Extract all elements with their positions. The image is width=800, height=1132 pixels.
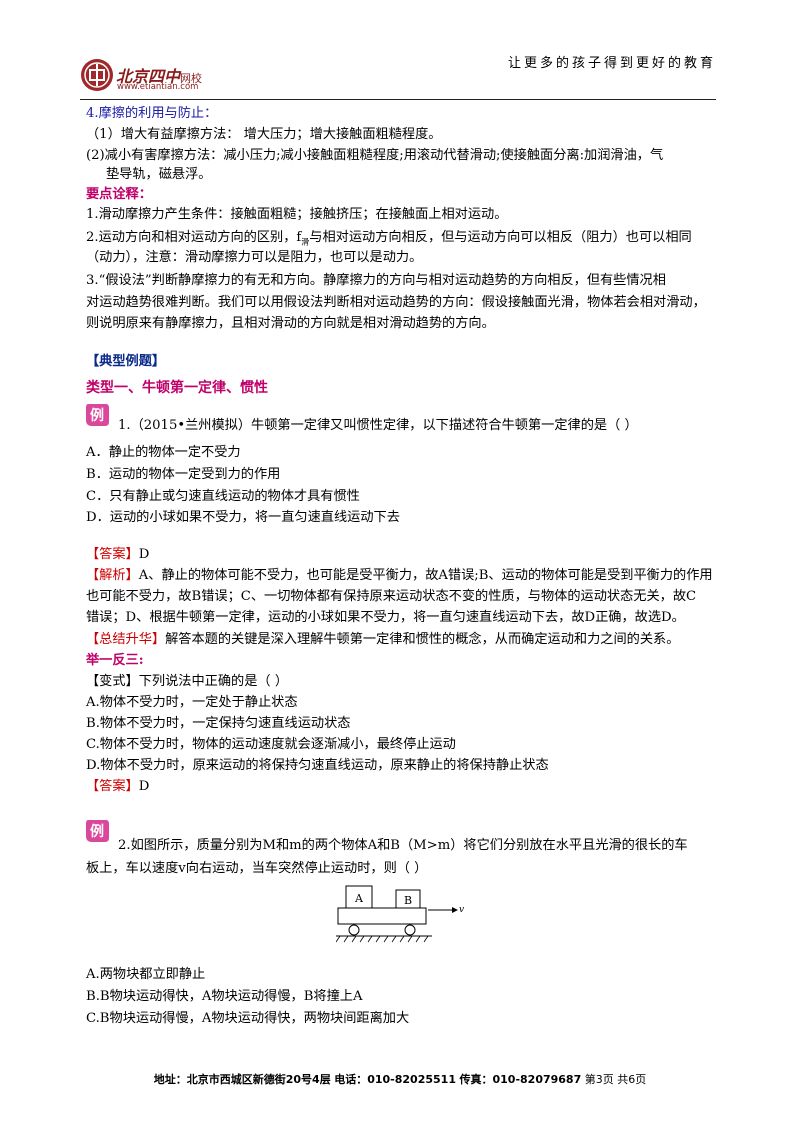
logo-emblem-icon <box>81 59 113 91</box>
wheel-left <box>348 924 360 936</box>
jyfs-heading: 举一反三: <box>86 653 144 668</box>
footer: 地址：北京市西城区新德街20号4层 电话：010-82025511 传真：010… <box>153 1073 647 1086</box>
question-1: 1.（2015•兰州模拟）牛顿第一定律又叫惯性定律，以下描述符合牛顿第一定律的是… <box>118 418 638 433</box>
q1-analysis-line1: 【解析】A、静止的物体可能不受力，也可能是受平衡力，故A错误;B、运动的物体可能… <box>86 568 713 583</box>
example-badge-icon: 例 <box>84 402 110 428</box>
svg-text:例: 例 <box>90 823 104 840</box>
logo-name: 北京四中网校 <box>116 67 203 86</box>
block-b-label: B <box>404 894 412 907</box>
wheel-right <box>404 924 416 936</box>
variant-option-d: D.物体不受力时，原来运动的将保持匀速直线运动，原来静止的将保持静止状态 <box>86 758 549 773</box>
logo <box>80 58 114 92</box>
examples-title: 【典型例题】 <box>86 354 166 369</box>
keypoint-2-line1: 2.运动方向和相对运动方向的区别，f滑与相对运动方向相反，但与运动方向可以相反（… <box>86 230 692 247</box>
type1-heading: 类型一、牛顿第一定律、惯性 <box>86 380 268 396</box>
keypoints-title: 要点诠释： <box>86 187 152 202</box>
q2-option-c: C.B物块运动得慢，A物块运动得快，两物块间距离加大 <box>86 1011 410 1026</box>
variant-question: 【变式】下列说法中正确的是（ ） <box>86 674 289 689</box>
velocity-label: v <box>459 905 464 915</box>
keypoint-1: 1.滑动摩擦力产生条件：接触面粗糙；接触挤压；在接触面上相对运动。 <box>86 207 508 222</box>
variant-option-a: A.物体不受力时，一定处于静止状态 <box>86 695 298 710</box>
variant-option-c: C.物体不受力时，物体的运动速度就会逐渐减小，最终停止运动 <box>86 737 456 752</box>
q1-summary: 【总结升华】解答本题的关键是深入理解牛顿第一定律和惯性的概念，从而确定运动和力之… <box>86 632 680 647</box>
variant-answer: 【答案】D <box>86 779 150 794</box>
question-2-line2: 板上，车以速度v向右运动，当车突然停止运动时，则（ ） <box>86 861 428 876</box>
q1-analysis-line2: 也可能不受力，故B错误；C、一切物体都有保持原来运动状态不变的性质，与物体的运动… <box>86 589 697 604</box>
q1-option-a: A．静止的物体一定不受力 <box>86 445 241 460</box>
block-a-label: A <box>354 892 364 905</box>
q1-option-c: C．只有静止或匀速直线运动的物体才具有惯性 <box>86 489 360 504</box>
example-badge-2-icon: 例 <box>84 818 110 844</box>
q1-option-b: B．运动的物体一定受到力的作用 <box>86 467 281 482</box>
header-slogan: 让更多的孩子得到更好的教育 <box>507 56 716 71</box>
q2-option-a: A.两物块都立即静止 <box>86 967 206 982</box>
cart-figure: A B v <box>335 880 466 950</box>
header-divider <box>80 99 716 100</box>
svg-text:例: 例 <box>90 407 104 424</box>
q1-option-d: D．运动的小球如果不受力，将一直匀速直线运动下去 <box>86 510 400 525</box>
q2-option-b: B.B物块运动得快，A物块运动得慢，B将撞上A <box>86 989 363 1004</box>
section4-item1: （1）增大有益摩擦方法： 增大压力；增大接触面粗糙程度。 <box>86 127 442 142</box>
keypoint-3-line3: 则说明原来有静摩擦力，且相对滑动的方向就是相对滑动趋势的方向。 <box>86 316 495 331</box>
cart-board <box>337 907 427 925</box>
section4-item2-line1: (2)减小有害摩擦方法：减小压力;减小接触面粗糙程度;用滚动代替滑动;使接触面分… <box>86 148 664 163</box>
section4-item2-line2: 垫导轨，磁悬浮。 <box>106 167 212 182</box>
variant-option-b: B.物体不受力时，一定保持匀速直线运动状态 <box>86 716 351 731</box>
keypoint-3-line2: 对运动趋势很难判断。我们可以用假设法判断相对运动趋势的方向：假设接触面光滑，物体… <box>86 295 706 310</box>
q1-answer: 【答案】D <box>86 547 150 562</box>
page-number: 第3页 共6页 <box>584 1073 647 1086</box>
logo-wangxiao: 网校 <box>180 72 203 85</box>
section4-title: 4.摩擦的利用与防止： <box>86 106 218 121</box>
q1-analysis-line3: 错误；D、根据牛顿第一定律，运动的小球如果不受力，将一直匀速直线运动下去，故D正… <box>86 610 685 625</box>
logo-url: www.etiantian.com <box>117 82 199 92</box>
question-2-line1: 2.如图所示，质量分别为M和m的两个物体A和B（M>m）将它们分别放在水平且光滑… <box>118 838 688 853</box>
keypoint-3-line1: 3.“假设法”判断静摩擦力的有无和方向。静摩擦力的方向与相对运动趋势的方向相反，… <box>86 273 666 288</box>
keypoint-2-line2: （动力），注意：滑动摩擦力可以是阻力，也可以是动力。 <box>86 250 423 265</box>
